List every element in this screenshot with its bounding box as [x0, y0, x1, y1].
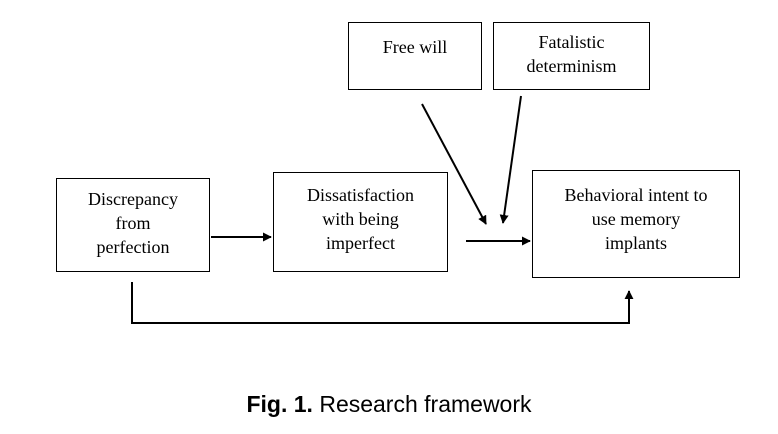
behavioral-intent-box: Behavioral intent to use memory implants	[532, 170, 740, 278]
figure-caption: Fig. 1. Research framework	[0, 391, 778, 418]
dissatisfaction-box: Dissatisfaction with being imperfect	[273, 172, 448, 272]
figure-caption-text: Research framework	[312, 391, 532, 417]
discrepancy-label-line-1: Discrepancy	[88, 189, 178, 209]
dissatisfaction-label-line-1: Dissatisfaction	[307, 185, 414, 205]
figure-caption-label: Fig. 1.	[246, 391, 313, 417]
dissatisfaction-label-line-3: imperfect	[326, 233, 395, 253]
arrow-discrepancy-to-intent-direct	[131, 282, 634, 324]
intent-label-line-2: use memory	[591, 209, 681, 229]
fatalistic-label-line-2: determinism	[526, 56, 617, 76]
free-will-box: Free will	[348, 22, 482, 90]
dissatisfaction-label-line-2: with being	[322, 209, 399, 229]
intent-label-line-1: Behavioral intent to	[564, 185, 708, 205]
free-will-label: Free will	[382, 37, 448, 57]
arrow-free-will-moderator	[421, 103, 487, 225]
discrepancy-label-line-3: perfection	[96, 237, 170, 257]
fatalistic-label-line-1: Fatalistic	[538, 32, 605, 52]
discrepancy-from-perfection-box: Discrepancy from perfection	[56, 178, 210, 272]
fatalistic-determinism-box: Fatalistic determinism	[493, 22, 650, 90]
intent-label-line-3: implants	[605, 233, 667, 253]
arrow-fatalistic-moderator	[499, 95, 522, 224]
discrepancy-label-line-2: from	[115, 213, 151, 233]
